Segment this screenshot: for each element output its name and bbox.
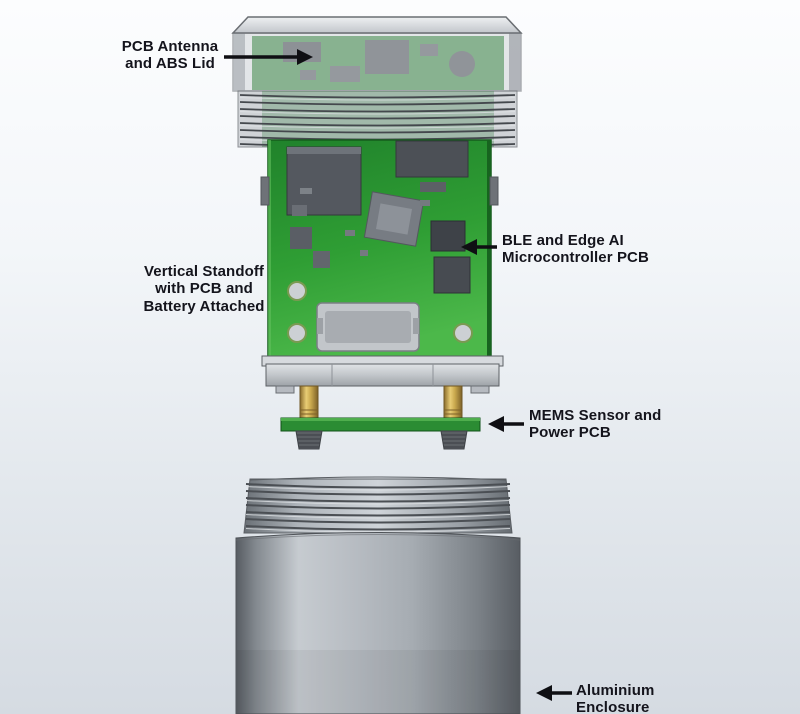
standoff-left (299, 385, 319, 423)
abs-lid (231, 16, 523, 92)
ble-chip (430, 220, 466, 252)
label-aluminium-enclosure: Aluminium Enclosure (576, 682, 655, 714)
arrow-enclosure (536, 685, 572, 701)
label-vertical-standoff: Vertical Standoff with PCB and Battery A… (143, 263, 265, 315)
arrow-ble (461, 239, 497, 255)
label-mems-power-pcb: MEMS Sensor and Power PCB (529, 407, 662, 442)
base-plate (261, 355, 504, 394)
arrow-mems (488, 416, 524, 432)
pcb-connector (316, 302, 420, 352)
enclosure-threads (243, 476, 513, 534)
screw-right (440, 430, 468, 450)
main-pcb (260, 139, 499, 363)
label-pcb-antenna-lid: PCB Antenna and ABS Lid (121, 38, 219, 73)
standoff-right (443, 385, 463, 423)
lid-threads (237, 90, 518, 148)
enclosure-body (235, 532, 521, 714)
arrow-lid (224, 49, 313, 65)
mems-pcb (280, 417, 481, 432)
screw-left (295, 430, 323, 450)
label-ble-mcu-pcb: BLE and Edge AI Microcontroller PCB (502, 232, 649, 267)
